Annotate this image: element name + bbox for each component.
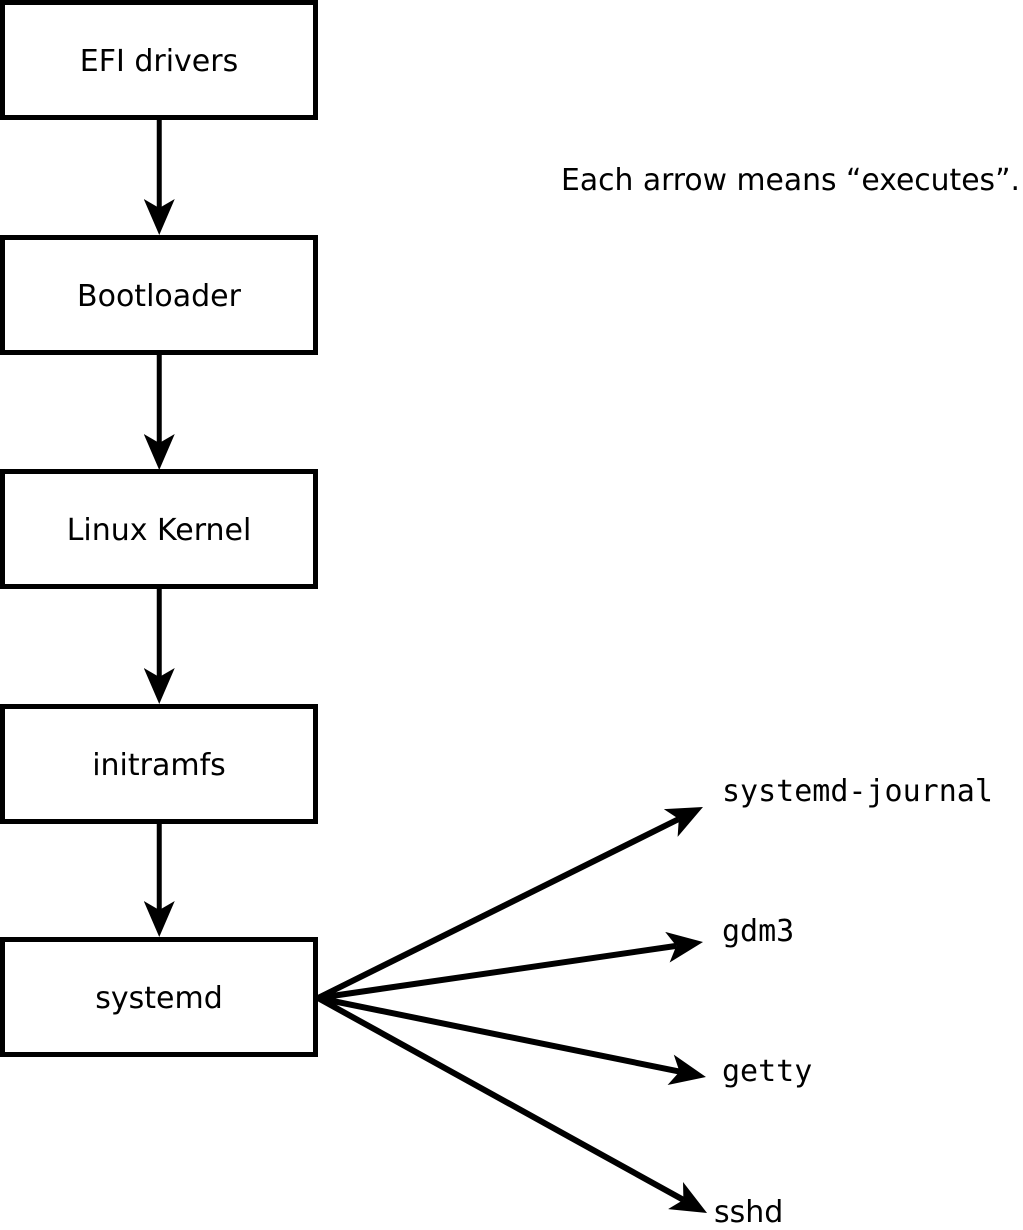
node-efi-drivers: EFI drivers: [0, 0, 318, 120]
node-label: Bootloader: [77, 279, 242, 314]
node-box: [0, 0, 318, 120]
process-label-systemd-journal: systemd-journal: [722, 774, 993, 809]
executes-arrow-systemd-to-getty: [317, 995, 706, 1085]
node-box: [0, 704, 318, 824]
node-bootloader: Bootloader: [0, 235, 318, 355]
node-label: initramfs: [92, 748, 226, 783]
node-box: [0, 469, 318, 589]
node-linux-kernel: Linux Kernel: [0, 469, 318, 589]
node-label: Linux Kernel: [67, 513, 252, 548]
node-box: [0, 235, 318, 355]
executes-arrow-systemd-to-sshd: [316, 995, 708, 1213]
node-label: systemd: [95, 981, 223, 1016]
legend-caption: Each arrow means “executes”.: [561, 163, 1020, 198]
node-label: EFI drivers: [80, 44, 238, 79]
node-systemd: systemd: [0, 937, 318, 1057]
process-label-getty: getty: [722, 1054, 812, 1089]
process-label-sshd: sshd: [714, 1195, 783, 1230]
node-initramfs: initramfs: [0, 704, 318, 824]
node-box: [0, 937, 318, 1057]
executes-arrow-systemd-to-systemd-journal: [316, 807, 703, 1001]
executes-arrow-systemd-to-gdm3: [317, 931, 704, 1001]
process-label-gdm3: gdm3: [722, 914, 794, 949]
